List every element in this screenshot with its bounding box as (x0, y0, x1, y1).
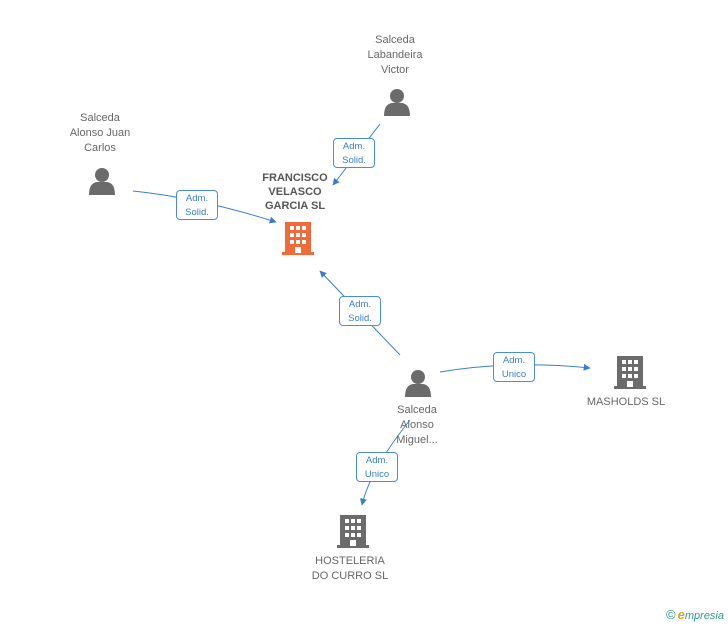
node-label-victor[interactable]: Salceda Labandeira Victor (367, 34, 423, 76)
node-label-juan[interactable]: Salceda Alonso Juan Carlos (69, 112, 131, 154)
edge-label-line1: Adm. (342, 141, 366, 152)
node-label-miguel[interactable]: Salceda Alonso Miguel... (396, 404, 438, 446)
person-icon-victor[interactable] (384, 89, 410, 116)
brand-initial: e (677, 607, 685, 622)
building-icon-masholds[interactable] (614, 356, 646, 389)
edge-label-miguel-hosteleria: Adm. Unico (356, 452, 398, 482)
edge-label-miguel-masholds: Adm. Unico (493, 352, 535, 382)
edge-label-line2: Unico (364, 469, 390, 480)
edge-label-line1: Adm. (365, 455, 389, 466)
edge-label-line1: Adm. (185, 193, 209, 204)
edge-label-line2: Solid. (342, 155, 366, 166)
person-icon-miguel[interactable] (405, 370, 431, 397)
edge-label-line2: Solid. (185, 207, 209, 218)
edge-label-line2: Solid. (348, 313, 372, 324)
building-icon-hosteleria[interactable] (337, 515, 369, 548)
copyright-icon: © (666, 607, 676, 622)
node-label-francisco[interactable]: FRANCISCO VELASCO GARCIA SL (262, 172, 328, 212)
building-icon-francisco[interactable] (282, 222, 314, 255)
edge-label-miguel-francisco: Adm. Solid. (339, 296, 381, 326)
edge-label-victor-francisco: Adm. Solid. (333, 138, 375, 168)
brand-logo: ©empresia (666, 607, 724, 622)
edge-label-line1: Adm. (502, 355, 526, 366)
person-icon-juan[interactable] (89, 168, 115, 195)
edge-label-line2: Unico (501, 369, 527, 380)
node-label-masholds[interactable]: MASHOLDS SL (586, 396, 666, 408)
node-label-hosteleria[interactable]: HOSTELERIA DO CURRO SL (311, 555, 389, 582)
brand-name: mpresia (684, 610, 724, 622)
edge-label-line1: Adm. (348, 299, 372, 310)
edge-label-juan-francisco: Adm. Solid. (176, 190, 218, 220)
